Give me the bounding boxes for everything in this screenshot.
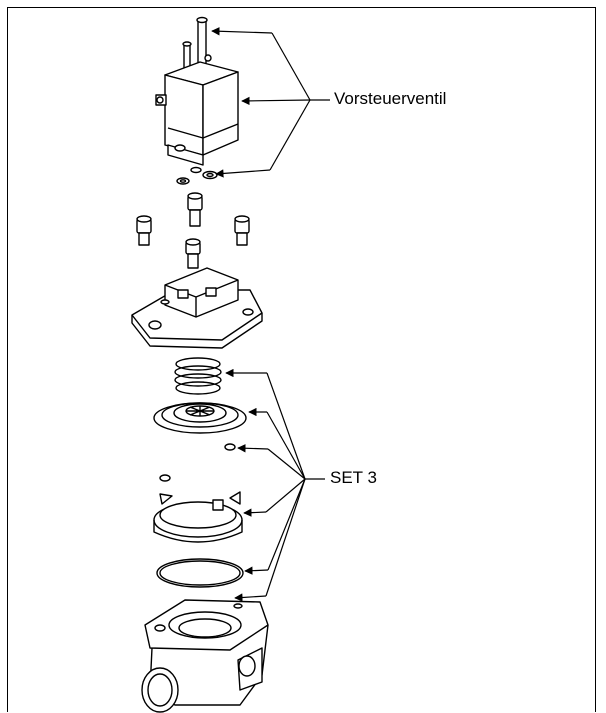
clamp-ring-part [153, 491, 243, 543]
pilot-valve-label: Vorsteuerventil [334, 89, 447, 108]
actuator-cover-part [131, 267, 263, 349]
small-washers [176, 166, 218, 185]
small-oring-part-2 [159, 474, 171, 482]
leader-lines-set [225, 368, 325, 602]
drawing-frame [7, 7, 596, 712]
set-3-label: SET 3 [330, 468, 377, 487]
leader-lines-valve [211, 27, 330, 178]
diaphragm-part [153, 402, 247, 434]
pilot-valve-part [155, 16, 239, 166]
valve-body-part [141, 599, 269, 713]
screws [136, 192, 250, 269]
spring-part [174, 357, 222, 395]
large-oring-part [156, 558, 244, 588]
small-oring-part [224, 443, 236, 451]
